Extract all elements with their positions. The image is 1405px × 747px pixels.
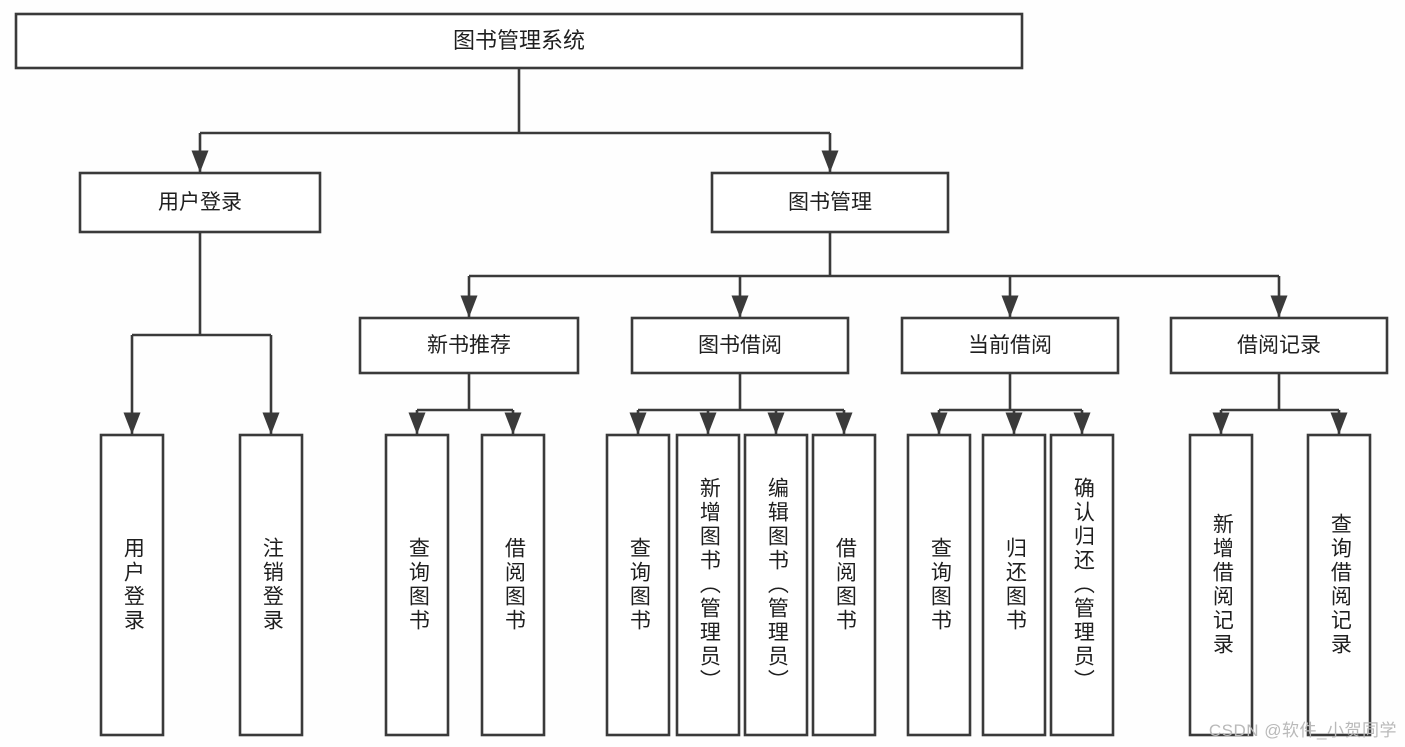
node-new-book-rec-label: 新书推荐 (427, 334, 511, 357)
node-book-manage-box[interactable] (710, 171, 950, 234)
connector-book-borrow-drop-1-arrowhead (699, 412, 717, 435)
book-manage-to-level3-drop-1-arrowhead (731, 295, 749, 318)
connector-new-book-rec-drop-0-arrowhead (408, 412, 426, 435)
root-node-box[interactable] (14, 12, 1024, 70)
leaf-leaf-return-book-box[interactable] (981, 433, 1047, 737)
connector-current-borrow-drop-0-arrowhead (930, 412, 948, 435)
leaf-leaf-query-book-rec-box[interactable] (384, 433, 450, 737)
book-manage-to-level3-drop-0-arrowhead (460, 295, 478, 318)
root-to-level2-drop-0-arrowhead (191, 150, 209, 173)
leaf-leaf-add-book-admin-box[interactable] (675, 433, 741, 737)
node-current-borrow-label: 当前借阅 (968, 334, 1052, 357)
leaf-leaf-add-borrow-rec-box[interactable] (1188, 433, 1254, 737)
leaf-leaf-query-book-cur-box[interactable] (906, 433, 972, 737)
leaf-leaf-confirm-return-box[interactable] (1049, 433, 1115, 737)
connector-user-login-drop-0-arrowhead (123, 412, 141, 435)
root-node-label: 图书管理系统 (453, 28, 585, 53)
node-borrow-record-label: 借阅记录 (1237, 334, 1321, 357)
leaf-leaf-query-book-brw-box[interactable] (605, 433, 671, 737)
leaf-leaf-borrow-book-brw-box[interactable] (811, 433, 877, 737)
node-user-login-label: 用户登录 (158, 191, 242, 214)
node-book-manage-label: 图书管理 (788, 191, 872, 214)
leaf-leaf-logout-login-box[interactable] (238, 433, 304, 737)
node-user-login-box[interactable] (78, 171, 322, 234)
connector-borrow-record-drop-0-arrowhead (1212, 412, 1230, 435)
connector-current-borrow-drop-2-arrowhead (1073, 412, 1091, 435)
leaf-leaf-edit-book-admin-box[interactable] (743, 433, 809, 737)
book-manage-to-level3-drop-2-arrowhead (1001, 295, 1019, 318)
root-to-level2-drop-1-arrowhead (821, 150, 839, 173)
connectors-layer (123, 68, 1348, 435)
connector-book-borrow-drop-0-arrowhead (629, 412, 647, 435)
book-manage-to-level3-drop-3-arrowhead (1270, 295, 1288, 318)
node-new-book-rec-box[interactable] (358, 316, 580, 375)
watermark-text: CSDN @软件_小贺同学 (1208, 721, 1397, 740)
node-book-borrow-box[interactable] (630, 316, 850, 375)
node-borrow-record-box[interactable] (1169, 316, 1389, 375)
boxes-layer (14, 12, 1389, 737)
connector-new-book-rec-drop-1-arrowhead (504, 412, 522, 435)
node-book-borrow-label: 图书借阅 (698, 334, 782, 357)
connector-book-borrow-drop-2-arrowhead (767, 412, 785, 435)
connector-borrow-record-drop-1-arrowhead (1330, 412, 1348, 435)
leaf-leaf-query-borrow-rec-box[interactable] (1306, 433, 1372, 737)
node-current-borrow-box[interactable] (900, 316, 1120, 375)
connector-book-borrow-drop-3-arrowhead (835, 412, 853, 435)
connector-user-login-drop-1-arrowhead (262, 412, 280, 435)
leaf-leaf-borrow-book-rec-box[interactable] (480, 433, 546, 737)
connector-current-borrow-drop-1-arrowhead (1005, 412, 1023, 435)
leaf-leaf-user-login-box[interactable] (99, 433, 165, 737)
